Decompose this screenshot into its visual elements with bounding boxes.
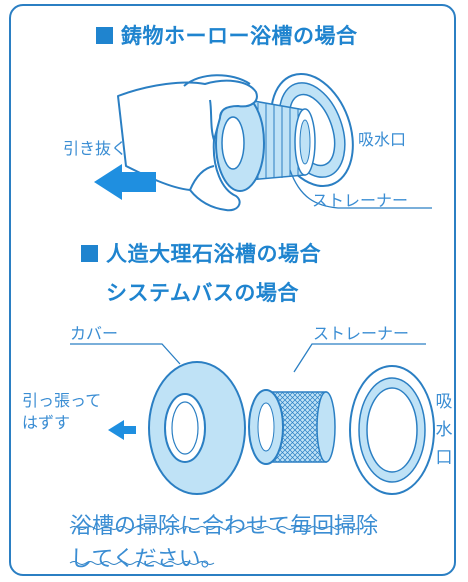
square-bullet-icon — [81, 245, 98, 262]
pull-off-label-2: はずす — [22, 413, 71, 432]
section2-inlet-label: 吸 水 口 — [434, 388, 454, 472]
cleaning-note-line2: してください。 — [70, 547, 223, 572]
cleaning-note-line1: 浴槽の掃除に合わせて毎回掃除 — [70, 514, 379, 539]
section1-strainer-label: ストレーナー — [312, 191, 409, 210]
section2-heading-1-text: 人造大理石浴槽の場合 — [106, 242, 321, 266]
pull-off-label-1: 引っ張って — [22, 391, 102, 410]
section1-pull-label: 引き抜く — [63, 139, 128, 158]
note-underline-1 — [69, 526, 359, 530]
section1-inlet-label: 吸水口 — [358, 130, 407, 149]
inlet-char-3: 口 — [435, 448, 453, 468]
pull-arrow-icon-1 — [94, 164, 156, 200]
note-underline-2 — [69, 561, 215, 565]
section1-heading: 鋳物ホーロー浴槽の場合 — [96, 20, 358, 50]
strainer-leader-1 — [289, 169, 432, 209]
strainer-leader-2 — [293, 343, 426, 373]
cover-leader — [70, 343, 181, 365]
strainer-cylinder-2 — [248, 389, 336, 465]
strainer-cap-1 — [215, 94, 265, 192]
square-bullet-icon — [96, 27, 113, 44]
pull-arrow-icon-2 — [108, 420, 136, 440]
section2-strainer-label: ストレーナー — [313, 324, 410, 343]
inlet-char-2: 水 — [435, 420, 453, 440]
inlet-ring-2 — [349, 365, 435, 495]
cover-ring — [148, 361, 246, 495]
section1-heading-text: 鋳物ホーロー浴槽の場合 — [121, 24, 358, 48]
section2-heading-1: 人造大理石浴槽の場合 — [81, 238, 321, 268]
section2-heading-2: システムバスの場合 — [106, 281, 299, 305]
cover-label: カバー — [70, 324, 119, 343]
inlet-char-1: 吸 — [435, 392, 453, 412]
card-frame — [9, 4, 456, 576]
